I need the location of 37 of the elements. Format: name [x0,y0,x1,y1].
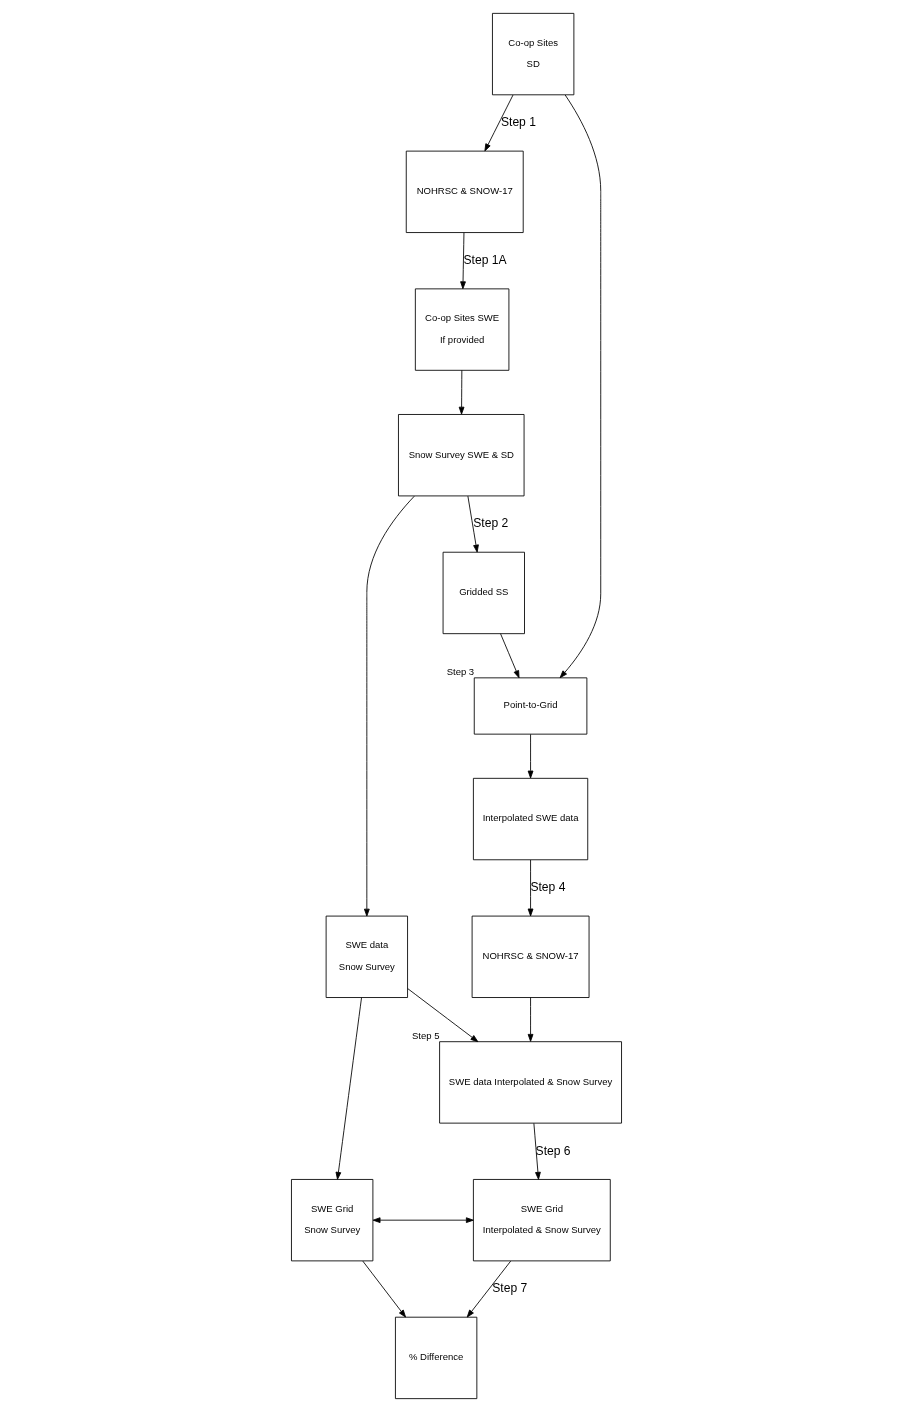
node-box: Point-to-Grid [473,677,587,735]
node-box: SWE Grid Snow Survey [290,1179,373,1262]
arrow [459,232,466,290]
arrow [527,997,533,1042]
arrow [458,369,464,415]
arrow [466,495,479,553]
node-label: Step 3 [446,666,474,678]
arrow [559,94,601,679]
edge-label: Step 1A [463,252,507,267]
node-box: % Difference [394,1316,477,1400]
arrow [483,94,513,152]
edge-label: Step 1 [500,115,536,130]
node-box: Interpolated SWE data [472,777,588,861]
node-box: SWE data Interpolated & Snow Survey [438,1041,622,1124]
node-box: Co-op Sites SWE If provided [414,288,509,371]
node-box: NOHRSC & SNOW-17 [471,915,589,998]
node-box: Co-op Sites SD [491,12,574,96]
arrow [363,495,415,917]
node-box: Gridded SS [442,551,525,635]
arrow [406,988,478,1043]
node-box: SWE Grid Interpolated & Snow Survey [472,1179,611,1262]
arrow [466,1260,511,1318]
edge-label: Step 6 [535,1143,571,1158]
node-box: NOHRSC & SNOW-17 [405,150,524,233]
edge-label: Step 2 [472,516,508,531]
node-box: Snow Survey SWE & SD [397,414,524,497]
arrow [527,859,533,917]
arrow [499,633,519,679]
node-box: SWE data Snow Survey [325,915,408,998]
arrow [532,1122,541,1180]
arrow [527,733,533,779]
edge-label: Step 7 [491,1281,527,1296]
arrow [372,1217,474,1224]
node-label: Step 5 [411,1029,439,1041]
arrow [361,1260,406,1318]
edge-label: Step 4 [529,880,565,895]
arrow [335,997,362,1180]
